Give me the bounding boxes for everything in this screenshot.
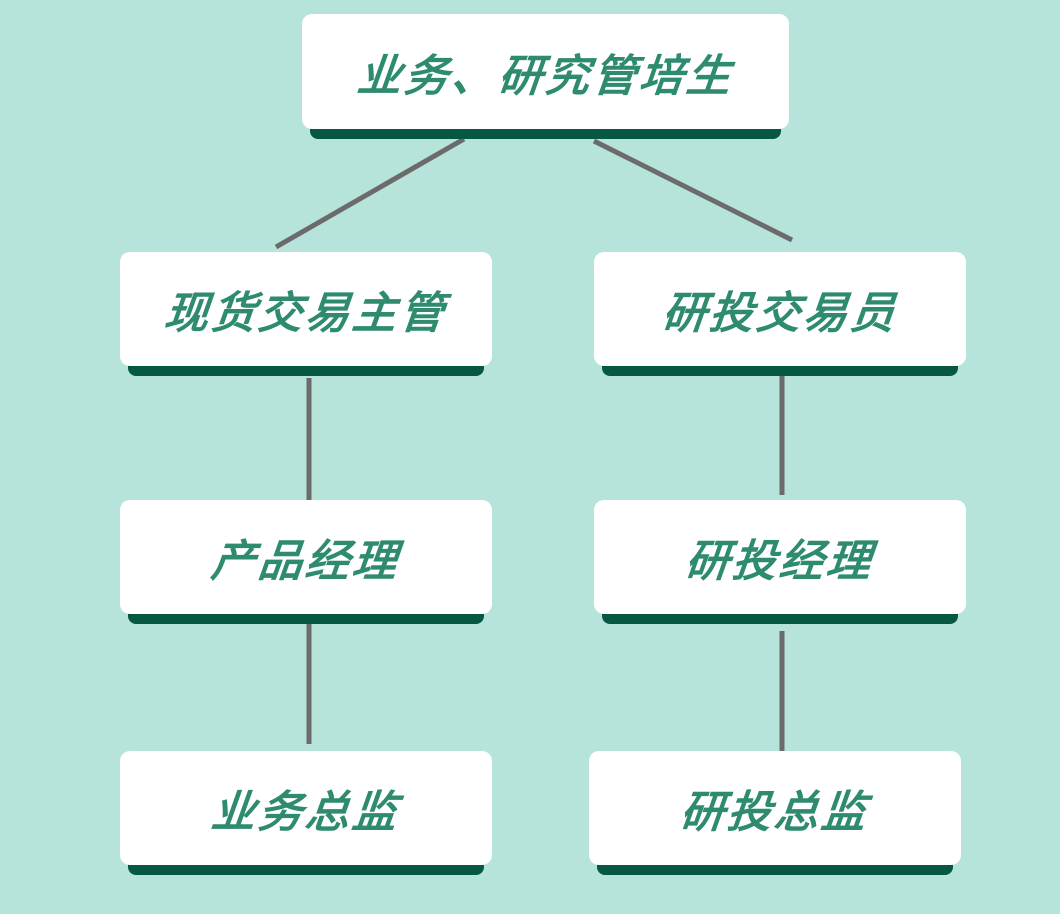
node-left-level2: 产品经理 bbox=[120, 500, 492, 624]
node-left-level1: 现货交易主管 bbox=[120, 252, 492, 376]
node-label-left-level1: 现货交易主管 bbox=[161, 288, 450, 339]
node-label-left-level2: 产品经理 bbox=[208, 536, 403, 587]
node-root: 业务、研究管培生 bbox=[302, 14, 789, 139]
node-card: 业务、研究管培生 bbox=[302, 14, 789, 129]
connector-root-to-right bbox=[592, 138, 794, 243]
node-label-left-level3: 业务总监 bbox=[208, 787, 403, 838]
node-card: 产品经理 bbox=[120, 500, 492, 614]
node-left-level3: 业务总监 bbox=[120, 751, 492, 875]
node-card: 业务总监 bbox=[120, 751, 492, 865]
node-label-root: 业务、研究管培生 bbox=[354, 50, 736, 102]
node-card: 研投经理 bbox=[594, 500, 966, 614]
node-label-right-level3: 研投总监 bbox=[677, 787, 872, 838]
node-label-right-level1: 研投交易员 bbox=[659, 288, 900, 339]
node-card: 研投交易员 bbox=[594, 252, 966, 366]
node-right-level1: 研投交易员 bbox=[594, 252, 966, 376]
node-card: 现货交易主管 bbox=[120, 252, 492, 366]
node-card: 研投总监 bbox=[589, 751, 961, 865]
node-right-level2: 研投经理 bbox=[594, 500, 966, 624]
node-right-level3: 研投总监 bbox=[589, 751, 961, 875]
node-label-right-level2: 研投经理 bbox=[682, 536, 877, 587]
connector-root-to-left bbox=[274, 136, 466, 250]
